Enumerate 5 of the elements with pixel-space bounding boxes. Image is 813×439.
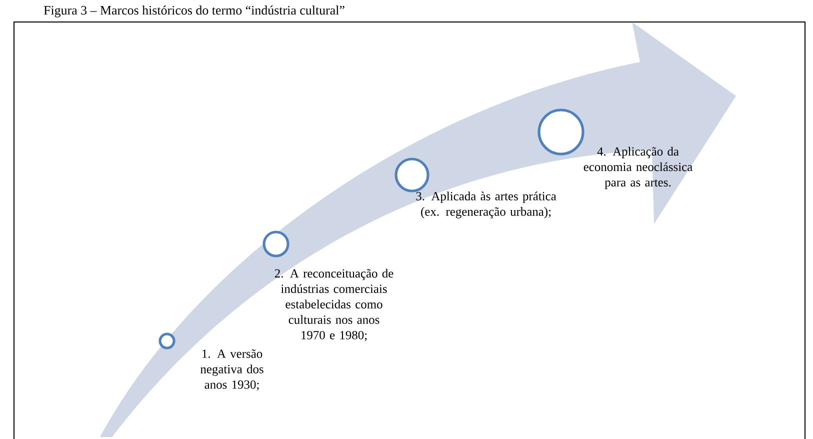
step-text: 4. Aplicação da economia neoclássica para as artes. [584, 146, 692, 190]
step-text: 2. A reconceituação de indústrias comerciais estabelecidas como culturais nos anos 1970 e 1980; [274, 268, 394, 342]
step-text: 3. Aplicada às artes prática (ex. regeneração urbana); [416, 192, 556, 218]
figure-title: Figura 3 – Marcos históricos do termo “indústria cultural” [44, 6, 344, 18]
step-text: 1. A versão negativa dos anos 1930; [200, 349, 264, 391]
